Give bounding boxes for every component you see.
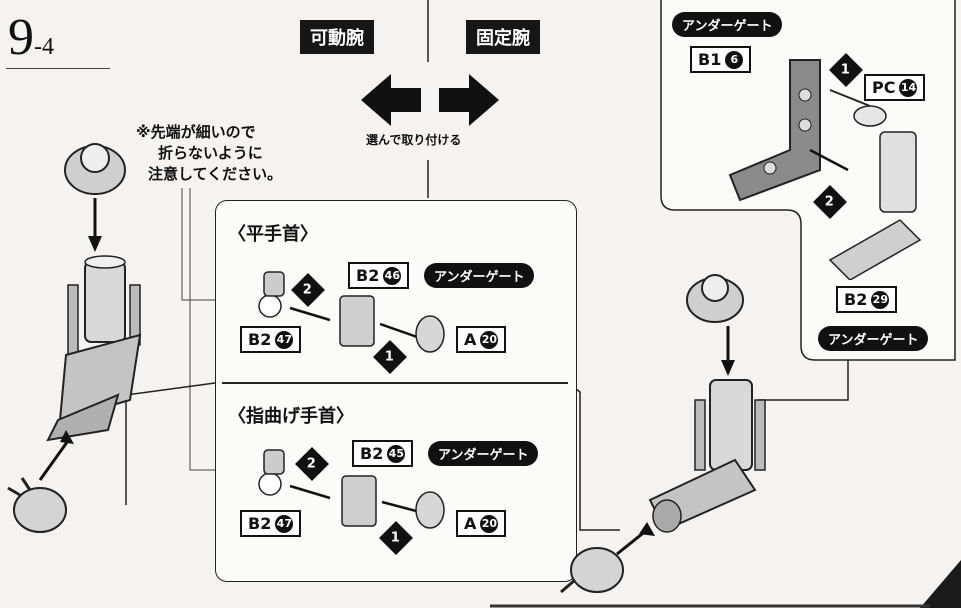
top-under-gate-badge: アンダーゲート	[672, 12, 783, 37]
flat-under-gate-badge: アンダーゲート	[424, 263, 535, 288]
bent-under-gate-badge: アンダーゲート	[428, 441, 539, 466]
flat-wrist-parts-illustration	[258, 271, 445, 353]
right-arrow-icon	[439, 74, 499, 126]
step-number: 9-4	[8, 9, 54, 66]
choose-text: 選んで取り付ける	[366, 133, 462, 147]
caution-note: ※先端が細いので 折らないように 注意してください。	[136, 123, 283, 183]
bottom-under-gate-badge: アンダーゲート	[818, 326, 929, 351]
movable-arm-label: 可動腕	[300, 20, 374, 54]
left-arrow-icon	[361, 74, 421, 126]
bent-wrist-title: 〈指曲げ手首〉	[228, 406, 354, 427]
panel-divider	[222, 382, 568, 384]
bent-wrist-parts-illustration	[258, 449, 445, 529]
flat-wrist-title: 〈平手首〉	[228, 224, 318, 245]
fixed-arm-label: 固定腕	[466, 20, 540, 54]
right-arm-illustration	[560, 274, 766, 594]
step-underline	[6, 68, 110, 69]
left-arm-illustration	[7, 143, 142, 533]
elbow-assembly-illustration	[728, 59, 922, 280]
choice-arrows	[361, 74, 499, 126]
